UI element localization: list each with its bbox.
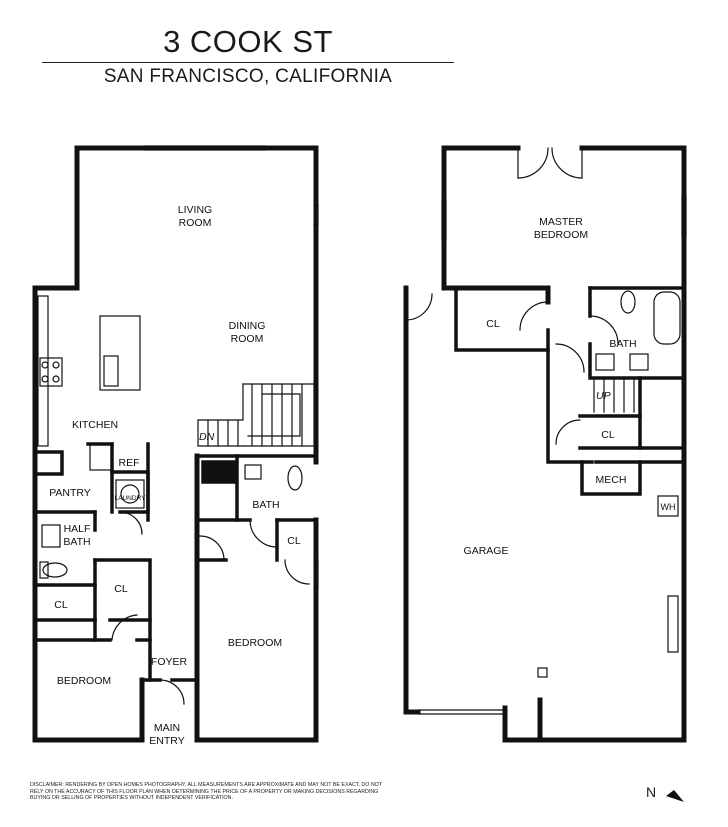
room-label-pantry: PANTRY (49, 487, 91, 499)
disclaimer-text: DISCLAIMER: RENDERING BY OPEN HOMES PHOT… (30, 782, 382, 802)
room-label-master-bath: BATH (609, 338, 636, 350)
room-label-cl-bedroom: CL (54, 599, 68, 611)
room-label-cl-stair: CL (601, 429, 615, 441)
title-divider (42, 62, 454, 63)
room-label-wh: WH (661, 502, 676, 512)
room-label-ref: REF (119, 457, 140, 469)
room-label-bedroom-1: BEDROOM (57, 675, 111, 687)
room-label-kitchen: KITCHEN (72, 419, 118, 431)
left-plan (32, 145, 319, 743)
room-label-garage: GARAGE (464, 545, 509, 557)
room-label-laundry: LAUNDRY (115, 495, 147, 502)
room-label-foyer: FOYER (151, 656, 188, 668)
room-label-cl-master: CL (486, 318, 500, 330)
page-subtitle: SAN FRANCISCO, CALIFORNIA (103, 66, 393, 87)
north-arrow-icon (666, 790, 684, 802)
room-label-mech: MECH (596, 474, 627, 486)
page-title: 3 COOK ST (163, 24, 333, 59)
right-plan (403, 145, 687, 743)
north-label: N (646, 784, 657, 800)
room-label-cl-bath: CL (287, 535, 301, 547)
stair-label-up: UP (596, 390, 611, 402)
room-label-cl-hall: CL (114, 583, 128, 595)
room-label-bedroom-2: BEDROOM (228, 637, 282, 649)
stair-label-dn: DN (199, 431, 215, 443)
room-label-bath: BATH (252, 499, 279, 511)
